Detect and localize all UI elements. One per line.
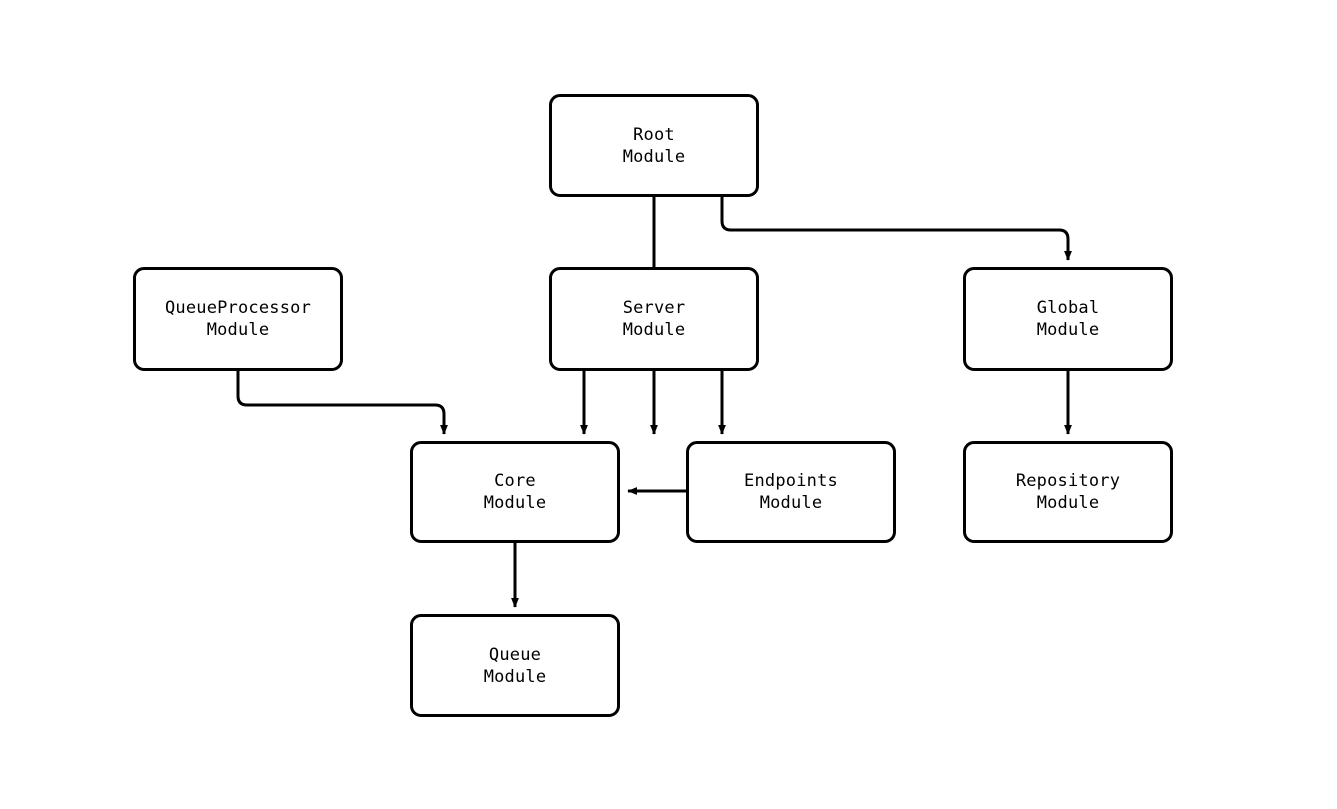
node-server-module[interactable]: Server Module <box>549 267 759 371</box>
node-root-module[interactable]: Root Module <box>549 94 759 197</box>
node-queue-module-label-line2: Module <box>483 666 547 687</box>
node-core-module-label-line1: Core <box>494 471 536 491</box>
node-endpoints-module[interactable]: Endpoints Module <box>686 441 896 543</box>
node-queue-module[interactable]: Queue Module <box>410 614 620 717</box>
node-server-module-label-line2: Module <box>622 320 686 340</box>
node-core-module[interactable]: Core Module <box>410 441 620 543</box>
edge-queueprocessor-to-core <box>236 371 448 435</box>
node-global-module[interactable]: Global Module <box>963 267 1173 371</box>
node-queueprocessor-module[interactable]: QueueProcessor Module <box>133 267 343 371</box>
node-global-module-label-line1: Global <box>1036 298 1100 318</box>
node-queue-module-label-line1: Queue <box>488 644 542 665</box>
node-repository-module[interactable]: Repository Module <box>963 441 1173 543</box>
node-endpoints-module-label-line1: Endpoints <box>744 471 838 491</box>
node-queueprocessor-module-label-line1: QueueProcessor <box>164 298 312 318</box>
node-root-module-label-line2: Module <box>622 146 686 167</box>
node-queueprocessor-module-label-line2: Module <box>206 320 270 340</box>
node-core-module-label-line2: Module <box>483 493 547 513</box>
node-root-module-label-line1: Root <box>633 124 675 145</box>
node-repository-module-label-line2: Module <box>1036 493 1100 513</box>
node-global-module-label-line2: Module <box>1036 320 1100 340</box>
edge-root-to-global <box>720 197 1072 261</box>
node-endpoints-module-label-line2: Module <box>759 493 823 513</box>
node-server-module-label-line1: Server <box>622 298 686 318</box>
node-repository-module-label-line1: Repository <box>1015 471 1121 491</box>
